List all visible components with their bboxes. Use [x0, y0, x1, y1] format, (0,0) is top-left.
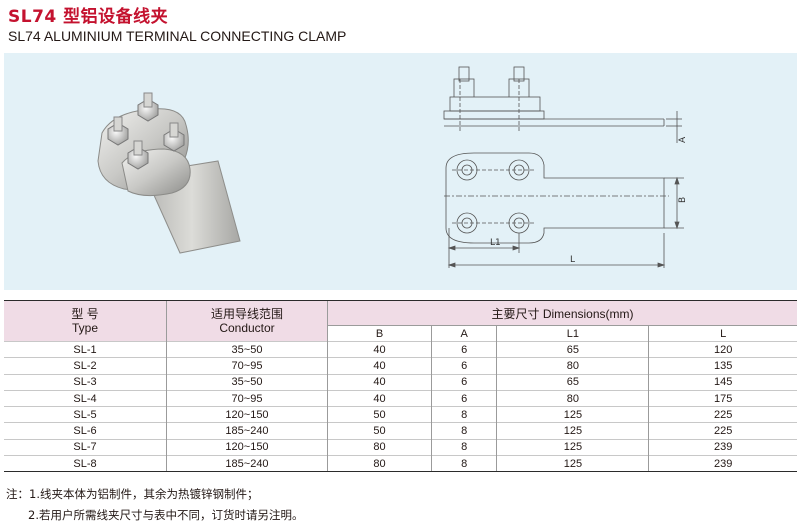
note-2: 2.若用户所需线夹尺寸与表中不同，订货时请另注明。 — [28, 508, 304, 522]
table-row: SL-8 185~240 80 8 125 239 — [4, 455, 797, 473]
note-1: 注：1.线夹本体为铝制件，其余为热镀锌钢制件； — [6, 487, 259, 501]
table-row: SL-6 185~240 50 8 125 225 — [4, 422, 797, 440]
table-row: SL-4 70~95 40 6 80 175 — [4, 389, 797, 407]
product-figure-panel: A B L1 L — [4, 53, 797, 290]
nut-bolt-4 — [163, 122, 185, 152]
table-row: SL-1 35~50 40 6 65 120 — [4, 340, 797, 358]
clamp-photo — [97, 92, 241, 254]
header-conductor: 适用导线范围 Conductor — [166, 300, 328, 342]
nut-bolt-3 — [127, 140, 149, 170]
header-type: 型 号 Type — [4, 300, 167, 342]
table-row: SL-2 70~95 40 6 80 135 — [4, 357, 797, 375]
nut-bolt-1 — [107, 116, 129, 146]
table-row: SL-3 35~50 40 6 65 145 — [4, 373, 797, 391]
dim-label-l1: L1 — [490, 238, 501, 248]
plan-view — [444, 152, 684, 268]
header-dimensions: 主要尺寸 Dimensions(mm) — [327, 300, 797, 326]
page-title: SL74 型铝设备线夹 — [8, 7, 169, 27]
table-row: SL-5 120~150 50 8 125 225 — [4, 406, 797, 423]
header-col-b: B — [327, 325, 432, 342]
technical-drawing — [443, 66, 684, 268]
dim-label-a: A — [678, 136, 688, 143]
header-col-l1: L1 — [496, 325, 649, 342]
header-col-a: A — [430, 325, 497, 342]
dim-label-b: B — [678, 197, 688, 203]
header-col-l: L — [648, 325, 797, 342]
side-view — [443, 66, 682, 143]
table-row: SL-7 120~150 80 8 125 239 — [4, 438, 797, 456]
notes: 注：1.线夹本体为铝制件，其余为热镀锌钢制件； 2.若用户所需线夹尺寸与表中不同… — [6, 484, 303, 526]
nut-bolt-2 — [137, 92, 159, 122]
spec-table: 型 号 Type 适用导线范围 Conductor 主要尺寸 Dimension… — [4, 300, 797, 473]
page-subtitle: SL74 ALUMINIUM TERMINAL CONNECTING CLAMP — [8, 28, 347, 44]
dim-label-l: L — [570, 255, 575, 265]
